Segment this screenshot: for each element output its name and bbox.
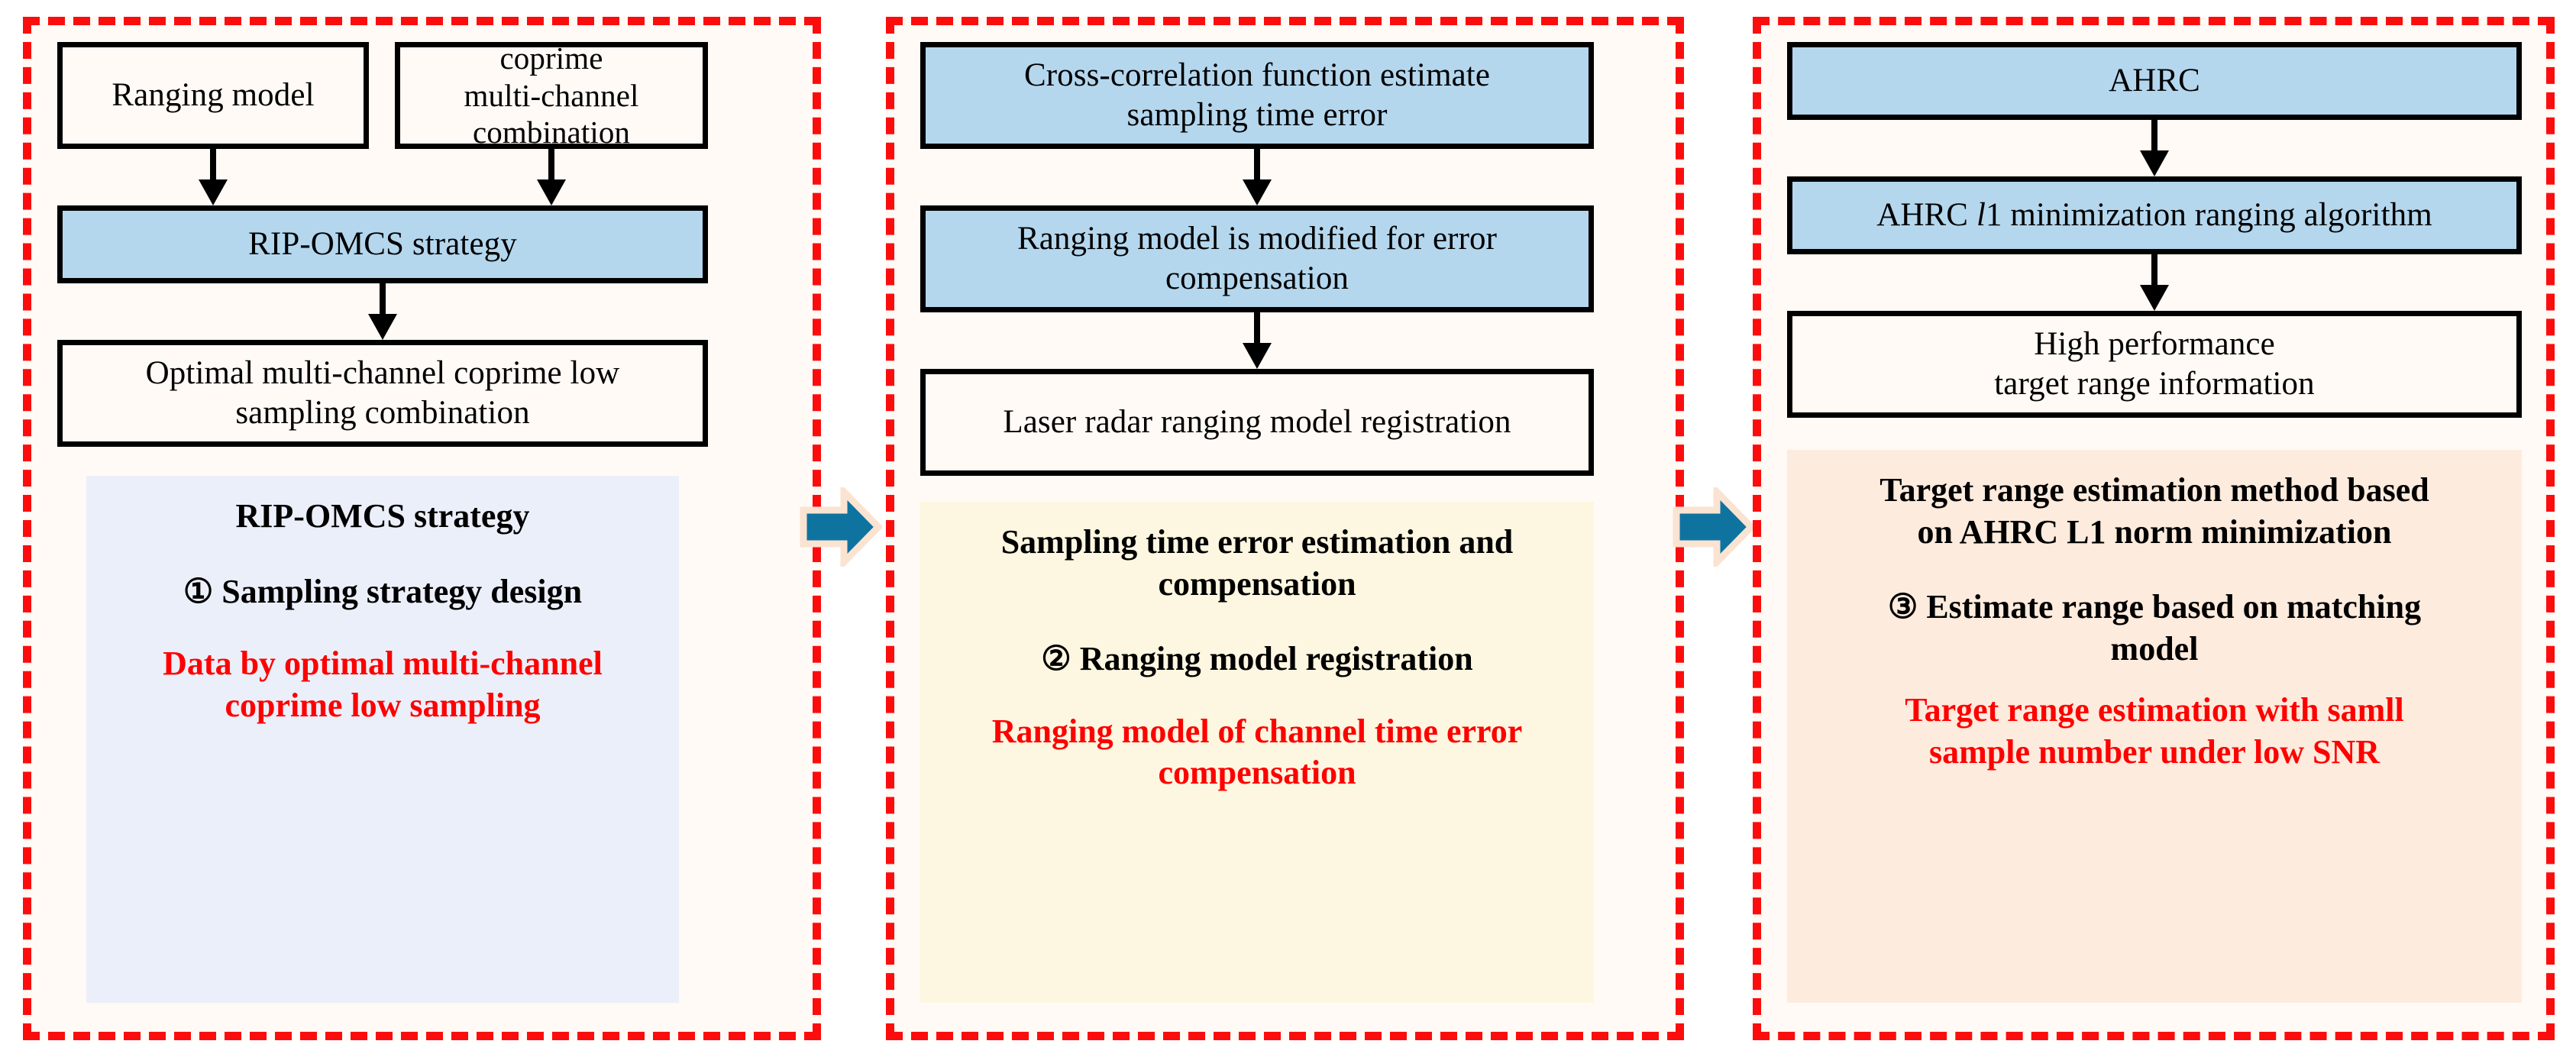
- node-target-range-information[interactable]: High performance target range informatio…: [1787, 311, 2522, 418]
- node-target-range-information-label: High performance target range informatio…: [1800, 325, 2509, 405]
- node-ahrc[interactable]: AHRC: [1787, 42, 2522, 120]
- optimal-line-2: sampling combination: [235, 395, 530, 431]
- coprime-line-3: combination: [472, 115, 631, 150]
- optimal-line-1: Optimal multi-channel coprime low: [145, 354, 620, 391]
- node-coprime-combination-label: coprime multi-channel combination: [408, 40, 695, 150]
- ahrc-italic-l: l: [1976, 196, 1986, 233]
- crosscorr-line-2: sampling time error: [1126, 97, 1388, 133]
- node-ahrc-l1-algorithm[interactable]: AHRC l1 minimization ranging algorithm: [1787, 176, 2522, 254]
- modified-line-2: compensation: [1165, 260, 1349, 296]
- node-ranging-model-modified[interactable]: Ranging model is modified for error comp…: [920, 205, 1594, 312]
- node-cross-correlation-estimate[interactable]: Cross-correlation function estimate samp…: [920, 42, 1594, 149]
- node-coprime-combination[interactable]: coprime multi-channel combination: [395, 40, 708, 150]
- ahrc-suffix: 1 minimization ranging algorithm: [1985, 196, 2432, 233]
- node-ranging-model-modified-label: Ranging model is modified for error comp…: [933, 219, 1581, 299]
- summary-1-emphasis-line-1: Data by optimal multi-channel: [163, 645, 603, 683]
- summary-2-heading-line-1: Sampling time error estimation and: [1000, 523, 1514, 561]
- target-range-line-1: High performance: [2034, 325, 2275, 362]
- summary-3-heading-line-2: on AHRC L1 norm minimization: [1917, 512, 2392, 551]
- summary-3-step-line-2: model: [2110, 629, 2199, 667]
- summary-2-step: ② Ranging model registration: [1041, 640, 1473, 678]
- summary-panel-1: RIP-OMCS strategy ① Sampling strategy de…: [86, 476, 679, 1003]
- node-ranging-model[interactable]: Ranging model: [57, 42, 369, 149]
- summary-panel-3: Target range estimation method based on …: [1787, 450, 2522, 1003]
- node-rip-omcs-strategy[interactable]: RIP-OMCS strategy: [57, 205, 708, 283]
- ahrc-prefix: AHRC: [1876, 196, 1976, 233]
- node-ahrc-label: AHRC: [2109, 62, 2200, 99]
- summary-1-heading: RIP-OMCS strategy: [235, 497, 530, 535]
- summary-2-heading-line-2: compensation: [1158, 564, 1356, 603]
- stage-arrow-2-3: [1673, 487, 1755, 567]
- stage-panel-3: AHRC AHRC l1 minimization ranging algori…: [1753, 17, 2555, 1040]
- node-optimal-combination-label: Optimal multi-channel coprime low sampli…: [70, 354, 695, 434]
- summary-1-emphasis-line-2: coprime low sampling: [225, 686, 541, 724]
- summary-3-emphasis-line-2: sample number under low SNR: [1928, 732, 2380, 771]
- coprime-line-1: coprime: [499, 40, 603, 76]
- target-range-line-2: target range information: [1994, 366, 2315, 402]
- node-optimal-combination[interactable]: Optimal multi-channel coprime low sampli…: [57, 340, 708, 447]
- summary-1-step: ① Sampling strategy design: [183, 572, 583, 610]
- stage-panel-1: Ranging model coprime multi-channel comb…: [23, 17, 821, 1040]
- node-cross-correlation-estimate-label: Cross-correlation function estimate samp…: [933, 56, 1581, 136]
- stage-panel-2: Cross-correlation function estimate samp…: [886, 17, 1684, 1040]
- crosscorr-line-1: Cross-correlation function estimate: [1023, 57, 1491, 93]
- summary-3-heading-line-1: Target range estimation method based: [1879, 471, 2429, 509]
- coprime-line-2: multi-channel: [464, 77, 639, 113]
- node-ranging-model-label: Ranging model: [112, 76, 315, 113]
- node-laser-radar-registration-label: Laser radar ranging model registration: [1003, 403, 1511, 440]
- stage-arrow-1-2: [800, 487, 882, 567]
- summary-2-emphasis-line-1: Ranging model of channel time error: [991, 712, 1523, 750]
- node-ahrc-l1-algorithm-label: AHRC l1 minimization ranging algorithm: [1800, 196, 2509, 235]
- modified-line-1: Ranging model is modified for error: [1017, 220, 1498, 257]
- summary-3-emphasis-line-1: Target range estimation with samll: [1905, 691, 2404, 729]
- summary-panel-2: Sampling time error estimation and compe…: [920, 502, 1594, 1003]
- node-rip-omcs-strategy-label: RIP-OMCS strategy: [248, 225, 517, 262]
- node-laser-radar-registration[interactable]: Laser radar ranging model registration: [920, 369, 1594, 476]
- summary-2-emphasis-line-2: compensation: [1158, 754, 1356, 792]
- summary-3-step-line-1: ③ Estimate range based on matching: [1887, 588, 2422, 626]
